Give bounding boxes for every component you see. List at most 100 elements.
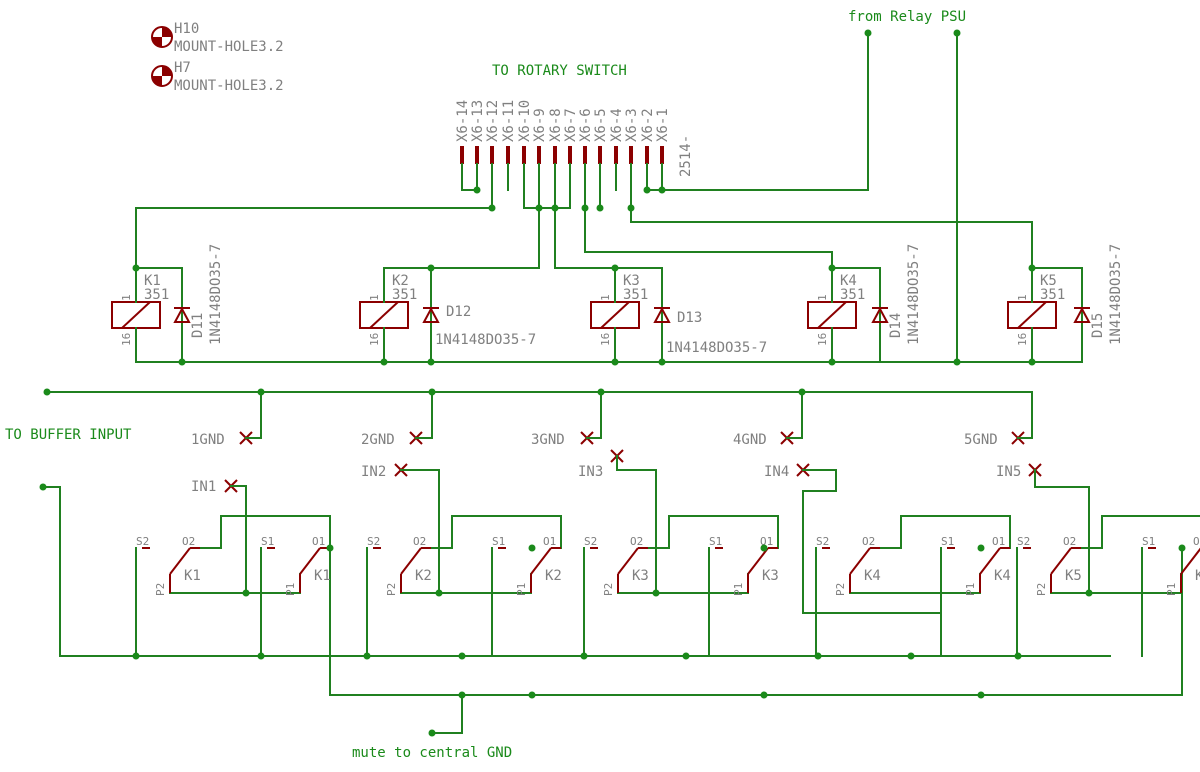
connector-pin-label: X6-4: [609, 108, 625, 142]
contact-label: S1: [1142, 535, 1155, 548]
junction-dot: [580, 652, 588, 660]
contact-label: S1: [492, 535, 505, 548]
relay-pin1: 1: [1016, 294, 1029, 301]
wiring: [42, 32, 1183, 734]
relay-name: K1: [144, 273, 161, 289]
relay-psu-label: from Relay PSU: [848, 9, 966, 25]
junction-dot: [627, 204, 635, 212]
diode-icon: [653, 306, 671, 323]
switch-contact-icon: [979, 547, 1001, 575]
junction-dot: [977, 544, 985, 552]
connector-pin: [568, 146, 572, 164]
connector-pin-label: X6-5: [593, 108, 609, 142]
switch-contact-icon: [747, 547, 769, 575]
junction-dot: [953, 358, 961, 366]
contact-relay-name: K5: [1065, 568, 1082, 584]
junction-dot: [39, 483, 47, 491]
junction-dot: [427, 264, 435, 272]
connector-pin: [660, 146, 664, 164]
relay-pin16: 16: [368, 333, 381, 346]
gnd-label: 3GND: [531, 432, 565, 448]
contact-relay-name: K4: [864, 568, 881, 584]
diode-name: D15: [1090, 313, 1106, 338]
contact-relay-name: K5: [1195, 568, 1200, 584]
relay-pin16: 16: [599, 333, 612, 346]
diode-icon: [1073, 306, 1091, 323]
junction-dot: [596, 204, 604, 212]
switch-contact-icon: [169, 547, 191, 575]
junction-dot: [658, 186, 666, 194]
junction-dot: [977, 691, 985, 699]
junction-dot: [581, 204, 589, 212]
diode-icon: [871, 306, 889, 323]
relay-name: K3: [623, 273, 640, 289]
junction-dot: [1028, 264, 1036, 272]
connector-pin: [645, 146, 649, 164]
switch-contact-icon: [1180, 547, 1200, 575]
rotary-switch-label: TO ROTARY SWITCH: [492, 63, 627, 79]
connector-pin-label: X6-6: [578, 108, 594, 142]
contact-label: S2: [816, 535, 829, 548]
mount-hole-h7: H7 MOUNT-HOLE3.2: [151, 60, 284, 94]
junction-dot: [1028, 358, 1036, 366]
connector-pin-label: X6-13: [470, 100, 486, 142]
relay-name: K5: [1040, 273, 1057, 289]
connector-pin-label: X6-9: [532, 108, 548, 142]
connector-pin: [460, 146, 464, 164]
relay-pin1: 1: [599, 294, 612, 301]
junction-dot: [242, 589, 250, 597]
contact-label: P1: [515, 583, 528, 596]
mount-hole-h10: H10 MOUNT-HOLE3.2: [151, 21, 284, 55]
mute-gnd-label: mute to central GND: [352, 745, 512, 761]
relay-pin1: 1: [816, 294, 829, 301]
diode-value: 1N4148DO35-7: [1108, 244, 1124, 345]
relay-value: 351: [840, 287, 865, 303]
junction-dot: [760, 691, 768, 699]
mount-hole-name: H7: [174, 60, 191, 76]
contact-label: S2: [1017, 535, 1030, 548]
contact-relay-name: K3: [762, 568, 779, 584]
diode-name: D12: [446, 304, 471, 320]
contact-relay-name: K1: [184, 568, 201, 584]
contact-label: P1: [732, 583, 745, 596]
connector-pin: [475, 146, 479, 164]
relay-name: K2: [392, 273, 409, 289]
contact-label: S1: [941, 535, 954, 548]
relay-value: 351: [623, 287, 648, 303]
diode-name: D14: [888, 313, 904, 338]
contact-label: P2: [1035, 583, 1048, 596]
contact-label: P2: [602, 583, 615, 596]
in-label: IN5: [996, 464, 1021, 480]
in-label: IN2: [361, 464, 386, 480]
relay-pin16: 16: [120, 333, 133, 346]
junction-dot: [798, 388, 806, 396]
contact-relay-name: K4: [994, 568, 1011, 584]
junction-dot: [178, 358, 186, 366]
mount-hole-name: H10: [174, 21, 199, 37]
junction-dot: [257, 652, 265, 660]
contact-label: O1: [312, 535, 325, 548]
connector-pin-label: X6-8: [548, 108, 564, 142]
junction-dot: [488, 204, 496, 212]
junction-dot: [682, 652, 690, 660]
connector-pin-label: X6-14: [455, 100, 471, 142]
junction-dot: [428, 388, 436, 396]
connector-pin-label: X6-12: [485, 100, 501, 142]
mount-hole-value: MOUNT-HOLE3.2: [174, 39, 284, 55]
connector-pin: [506, 146, 510, 164]
junction-dot: [428, 729, 436, 737]
junction-dot: [43, 388, 51, 396]
junction-dot: [551, 204, 559, 212]
junction-dot: [458, 652, 466, 660]
contact-label: P1: [284, 583, 297, 596]
junction-dot: [643, 186, 651, 194]
diode-icon: [173, 306, 191, 323]
junction-dot: [435, 589, 443, 597]
